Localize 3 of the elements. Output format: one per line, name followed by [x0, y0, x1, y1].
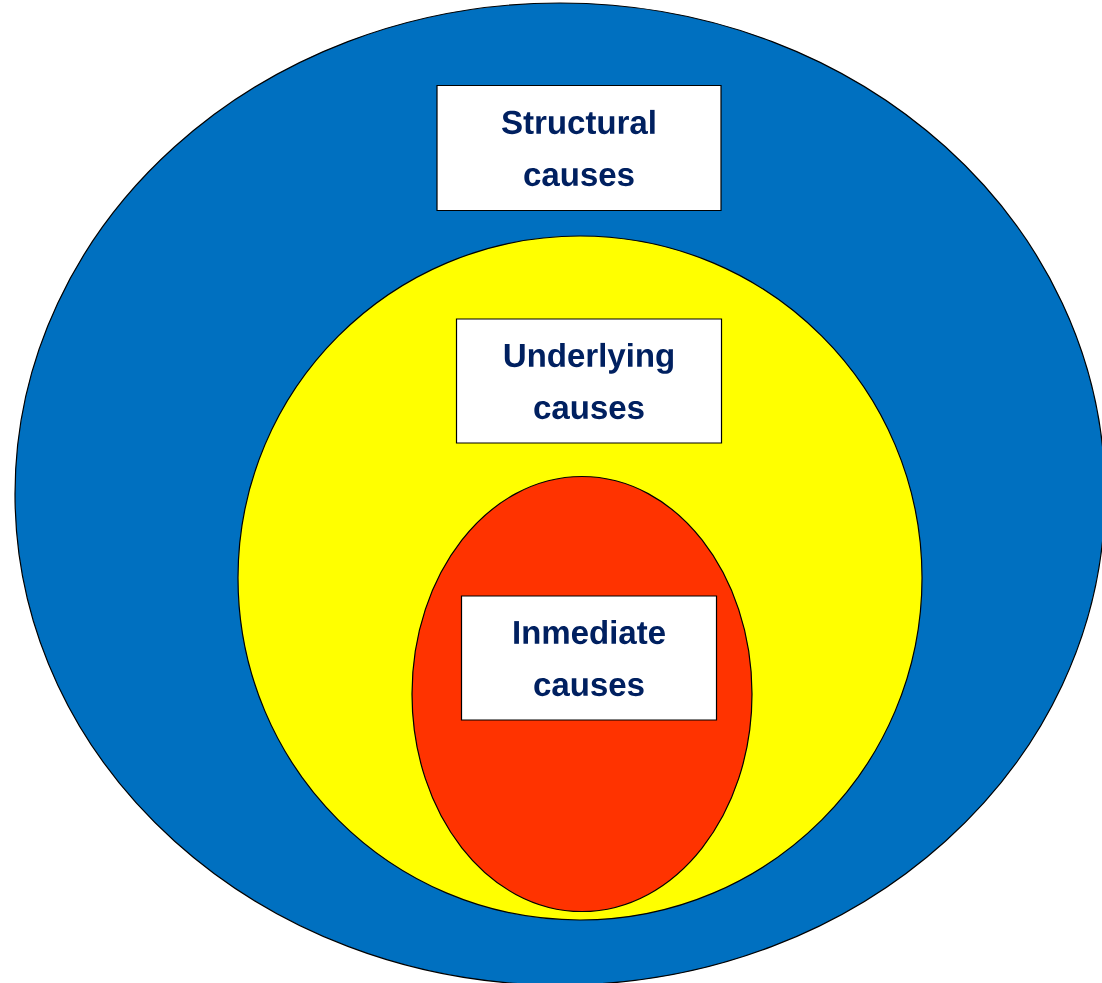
label-box: Underlying causes: [455, 318, 723, 444]
label-box: Structural causes: [436, 84, 722, 212]
label-box: Inmediate causes: [460, 595, 718, 721]
